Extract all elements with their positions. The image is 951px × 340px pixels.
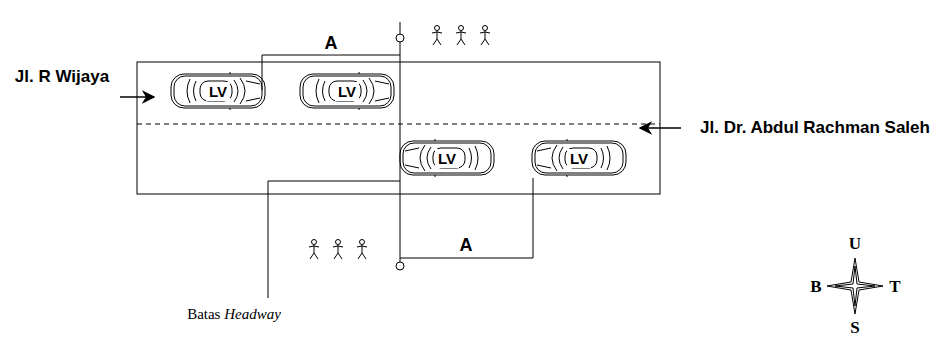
lane-divider [137, 124, 660, 125]
headway-post [396, 262, 404, 270]
vehicle-label: LV [435, 149, 459, 168]
vehicle-shape: LV [531, 139, 627, 177]
compass-rose [827, 258, 883, 314]
compass-label: S [850, 319, 859, 338]
direction-arrow [640, 127, 681, 129]
vehicle-shape: LV [399, 139, 495, 177]
street-name: Jl. Dr. Abdul Rachman Saleh [700, 119, 930, 138]
compass-label: U [849, 235, 861, 254]
dimension-line [400, 178, 533, 258]
compass-label: B [810, 278, 821, 297]
vehicle-shape: LV [170, 72, 266, 110]
headway-label: Batas Headway [187, 306, 281, 323]
vehicle-label: LV [206, 82, 230, 101]
dimension-label: A [457, 236, 476, 256]
street-name: Jl. R Wijaya [15, 68, 109, 87]
leader-line [268, 181, 400, 298]
compass-label: T [889, 278, 900, 297]
headway-post [396, 34, 404, 42]
vehicle-label: LV [335, 82, 359, 101]
direction-arrow [120, 96, 154, 98]
road-outline [137, 62, 660, 194]
dimension-line [262, 55, 400, 90]
vehicle-shape: LV [299, 72, 395, 110]
pedestrians [309, 26, 490, 260]
headway-line [400, 22, 401, 270]
vehicle-label: LV [567, 149, 591, 168]
dimension-label: A [322, 34, 341, 54]
